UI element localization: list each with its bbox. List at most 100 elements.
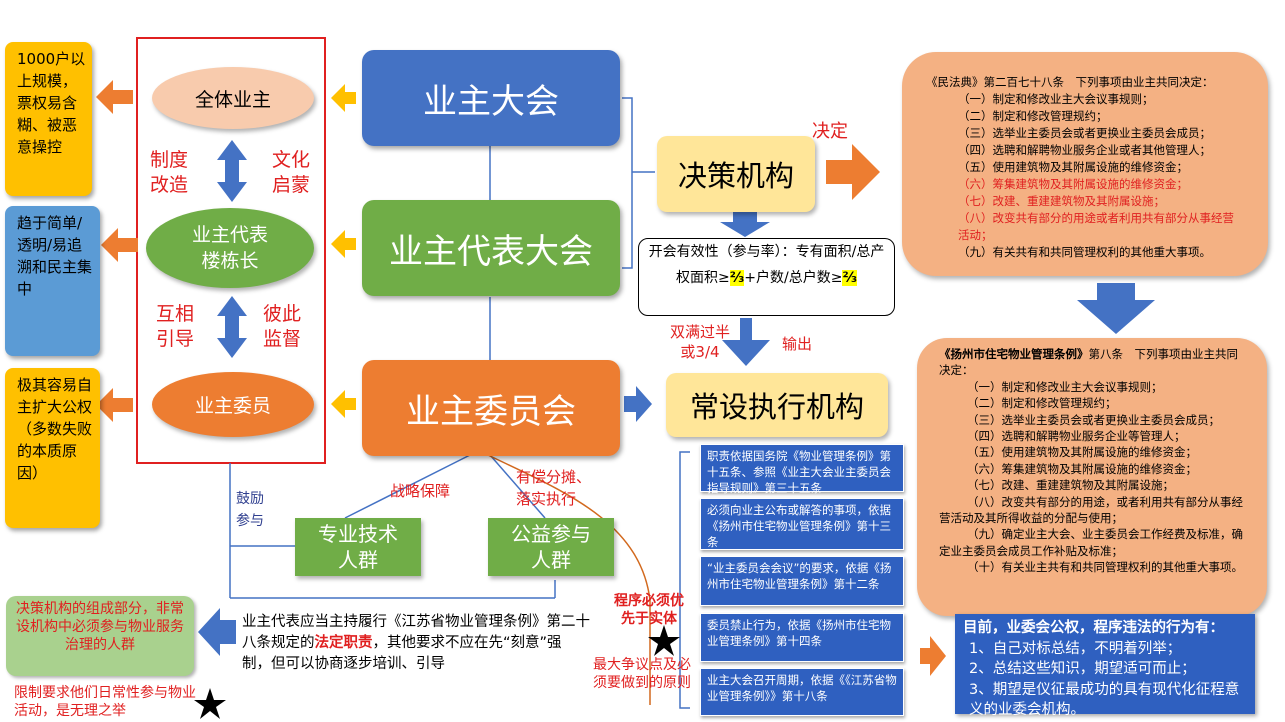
duty-box: “业主委员会会议”的要求，依据《扬州市住宅物业管理条例》第十二条 <box>700 556 904 606</box>
share-label: 有偿分摊、 落实执行 <box>516 468 592 508</box>
orange-curve <box>487 454 651 705</box>
owners-assembly-label: 业主大会 <box>423 81 559 122</box>
rep-duty-part1: 业主代表应当主持履行《江苏省物业管理条例》第二十八条规定的 <box>242 614 590 651</box>
arrow-decide <box>826 144 880 200</box>
restriction-note: 限制要求他们日常性参与物业活动，是无理之举 <box>14 685 196 719</box>
fraction-highlight-1: ⅔ <box>729 270 745 286</box>
double-half-label: 双满过半 或3/4 <box>669 323 730 361</box>
civil-code-item: （五）使用建筑物及其附属设施的维修资金； <box>958 160 1188 174</box>
duties-brace <box>679 451 690 709</box>
label-wenhua: 文化 启蒙 <box>272 149 311 196</box>
yangzhou-item: （七）改建、重建建筑物及其附属设施； <box>967 478 1174 493</box>
arrow-left-1 <box>96 80 133 114</box>
yangzhou-item: （二）制定和修改管理规约； <box>967 396 1117 411</box>
civil-code-item: （八）改变共有部分的用途或者利用共有部分从事经营活动； <box>958 211 1234 242</box>
yangzhou-item: （九）确定业主大会、业主委员会工作经费及标准，确定业主委员会成员工作补贴及标准； <box>939 527 1243 558</box>
label-zhidu: 制度 改造 <box>150 149 189 196</box>
standing-body-label: 常设执行机构 <box>689 390 864 424</box>
yangzhou-item: （十）有关业主共有和共同管理权利的其他重大事项。 <box>967 560 1243 575</box>
rep-duty-part2: ，其他要求不应在先“刻意”强制，但可以协商逐步培训、引导 <box>242 635 562 672</box>
validity-box: 开会有效性（参与率）：专有面积/总产权面积≥⅔+户数/总户数≥⅔ <box>638 238 895 316</box>
yangzhou-item: （八）改变共有部分的用途，或者利用共有部分从事经营活动及其所得收益的分配与使用； <box>939 494 1243 526</box>
rep-label-line1: 业主代表 <box>191 224 268 246</box>
arrow-down-validity <box>722 318 770 366</box>
label-huxiang: 互相 引导 <box>156 303 195 350</box>
civil-code-item: （四）选聘和解聘物业服务企业或者其他管理人； <box>958 143 1211 157</box>
dispute-label: 最大争议点及必须要做到的原则 <box>593 657 691 691</box>
violation-item: 1、自己对标总结，不明着列举； <box>969 640 1182 657</box>
rep-ellipse: 业主代表 楼栋长 <box>146 208 314 288</box>
arrow-to-standing <box>624 386 652 422</box>
violation-item: 3、期望是仪征最成功的具有现代化征程意义的业委会机构。 <box>969 681 1240 719</box>
civil-code-item: （六）筹集建筑物及其附属设施的维修资金； <box>958 177 1188 191</box>
star-icon <box>194 688 226 719</box>
arrow-down-decision <box>720 212 770 237</box>
yangzhou-item: （四）选聘和解聘物业服务企业等管理人； <box>967 429 1186 444</box>
duty-box: 委员禁止行为，依据《扬州市住宅物业管理条例》第十四条 <box>700 613 904 662</box>
yangzhou-title-bold: 《扬州市住宅物业管理条例》 <box>939 347 1089 361</box>
share-line <box>489 454 546 519</box>
left-note-top-text: 1000户以上规模，票权易含糊、被恶意操控 <box>17 50 86 156</box>
rep-duty-emph: 法定职责 <box>314 635 373 651</box>
green-note-text: 决策机构的组成部分，非常设机构中必须参与物业服务治理的人群 <box>16 601 184 653</box>
left-note-bottom-text: 极其容易自主扩大公权（多数失败的本质原因） <box>17 376 93 482</box>
decision-label: 决策机构 <box>677 159 794 193</box>
arrow-left-3 <box>96 388 133 422</box>
civil-code-title: 《民法典》第二百七十八条 下列事项由业主共同决定： <box>926 75 1214 89</box>
decision-box: 决策机构 <box>657 136 815 212</box>
duty-box: 必须向业主公布或解答的事项，依据《扬州市住宅物业管理条例》第十三条 <box>700 498 904 550</box>
green-note-box: 决策机构的组成部分，非常设机构中必须参与物业服务治理的人群 <box>6 596 194 676</box>
arrow-left-2 <box>101 228 138 262</box>
arrow-down-legal <box>1077 283 1155 334</box>
civil-code-item: （一）制定和修改业主大会议事规则； <box>958 92 1154 106</box>
output-label: 输出 <box>782 335 813 353</box>
left-note-mid: 趋于简单/透明/易追溯和民主集中 <box>5 206 100 356</box>
owners-assembly-box: 业主大会 <box>362 50 620 146</box>
committee-box: 业主委员会 <box>362 360 620 456</box>
rep-label-line2: 楼栋长 <box>201 250 259 272</box>
rep-duty-note: 业主代表应当主持履行《江苏省物业管理条例》第二十八条规定的法定职责，其他要求不应… <box>242 612 590 675</box>
strategy-line <box>344 454 471 519</box>
duty-box: 职责依据国务院《物业管理条例》第十五条、参照《业主大会业主委员会指导规则》第三十… <box>700 444 904 495</box>
left-note-top: 1000户以上规模，票权易含糊、被恶意操控 <box>5 42 92 196</box>
procedure-priority-label: 程序必须优先于实体 <box>614 593 684 627</box>
strategy-label: 战略保障 <box>390 482 451 500</box>
committee-member-label: 业主委员 <box>194 395 271 417</box>
validity-text-1: 开会有效性（参与率）：专有面积/总产权面积≥ <box>648 244 885 286</box>
label-bici: 彼此 监督 <box>263 303 302 350</box>
standing-body-box: 常设执行机构 <box>666 373 888 437</box>
committee-member-ellipse: 业主委员 <box>152 372 314 437</box>
all-owners-ellipse: 全体业主 <box>152 67 314 129</box>
double-arrow-2 <box>217 296 247 358</box>
violations-items: 1、自己对标总结，不明着列举； 2、总结这些知识，期望适可而止； 3、期望是仪征最成… <box>963 639 1247 721</box>
fraction-highlight-2: ⅔ <box>842 270 857 286</box>
violation-item: 2、总结这些知识，期望适可而止； <box>969 661 1196 677</box>
violations-title: 目前，业委会公权，程序违法的行为有： <box>963 620 1224 636</box>
arrow-to-violations <box>920 636 946 676</box>
arrow-yellow-2 <box>331 230 356 258</box>
arrow-yellow-1 <box>331 84 356 112</box>
tech-group-label: 专业技术 人群 <box>318 522 398 572</box>
yangzhou-item: （三）选举业主委员会或者更换业主委员会成员； <box>967 412 1220 427</box>
star-icon <box>648 625 680 656</box>
yangzhou-item: （五）使用建筑物及其附属设施的维修资金； <box>967 445 1197 460</box>
yangzhou-item: （六）筹集建筑物及其附属设施的维修资金； <box>967 461 1197 476</box>
civil-code-item: （三）选举业主委员会或者更换业主委员会成员； <box>958 126 1211 140</box>
encourage-label: 鼓励 参与 <box>236 491 264 529</box>
double-arrow-1 <box>217 140 247 202</box>
left-note-bottom: 极其容易自主扩大公权（多数失败的本质原因） <box>5 368 100 528</box>
duty-box: 业主大会召开周期，依据《《江苏省物业管理条例》》第十八条 <box>700 668 904 716</box>
left-note-mid-text: 趋于简单/透明/易追溯和民主集中 <box>17 214 93 298</box>
all-owners-label: 全体业主 <box>194 88 271 111</box>
public-group-label: 公益参与 人群 <box>511 522 591 572</box>
rep-assembly-label: 业主代表大会 <box>389 231 593 272</box>
committee-label: 业主委员会 <box>406 391 576 432</box>
civil-code-item: （二）制定和修改管理规约； <box>958 109 1108 123</box>
decision-brace <box>622 97 633 269</box>
public-group-box: 公益参与 人群 <box>488 518 614 576</box>
yangzhou-title-rest: 第八条 下列事项由业主共同决定： <box>939 347 1238 378</box>
civil-code-item: （九）有关共有和共同管理权利的其他重大事项。 <box>958 245 1211 259</box>
violations-box: 目前，业委会公权，程序违法的行为有： 1、自己对标总结，不明着列举； 2、总结这些… <box>955 614 1255 718</box>
arrow-bottom-left <box>198 608 236 656</box>
